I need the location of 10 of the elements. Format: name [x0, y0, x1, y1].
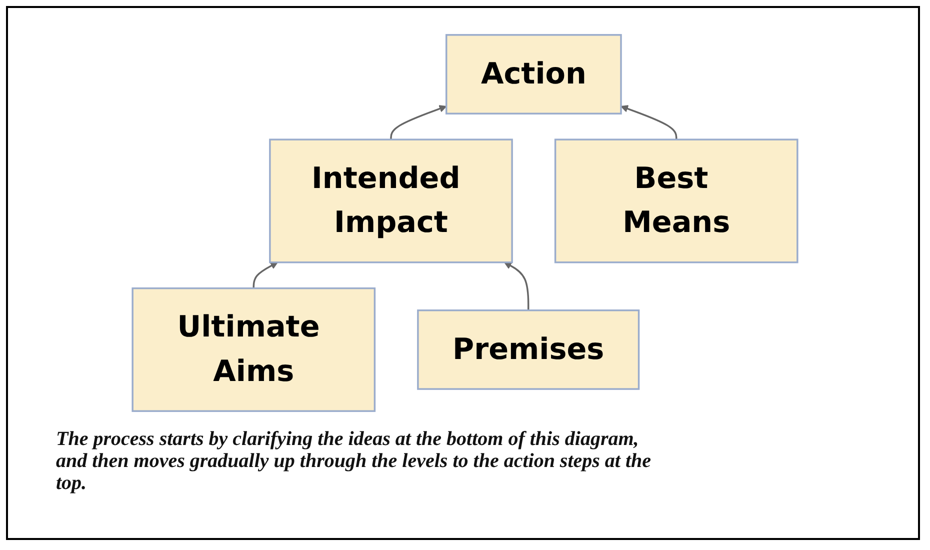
node-box: Action — [446, 34, 622, 114]
arrow — [252, 262, 278, 288]
arrow — [620, 105, 678, 140]
arrow — [390, 105, 447, 140]
node-box: Best Means — [554, 138, 798, 264]
node-box: Premises — [417, 309, 640, 390]
caption: The process starts by clarifying the ideas at the bottom of this diagram, and then moves gradually up through the levels to the action steps at the top. — [56, 428, 652, 494]
arrow — [504, 262, 530, 310]
node-box: Intended Impact — [269, 138, 513, 264]
node-box: Ultimate Aims — [132, 287, 376, 412]
